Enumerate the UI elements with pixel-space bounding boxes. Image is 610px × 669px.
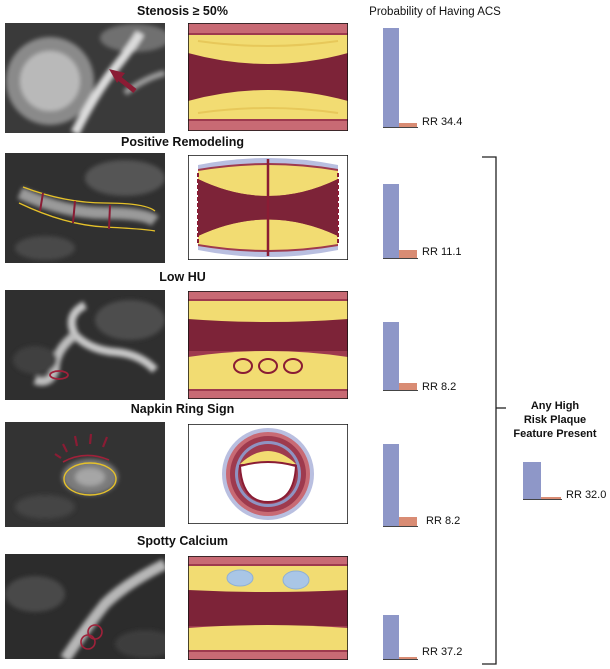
- rr-label-positive-remodeling: RR 11.1: [422, 246, 462, 258]
- bar-orange: [399, 657, 417, 659]
- schematic-spotty-calcium: [188, 556, 348, 660]
- bar-orange: [399, 250, 417, 258]
- bar-chart-napkin-ring: [380, 444, 420, 528]
- bar-orange: [399, 383, 417, 390]
- bar-blue: [383, 444, 399, 526]
- bar-orange: [399, 517, 417, 526]
- bar-chart-positive-remodeling: [380, 184, 420, 259]
- row-title-low-hu: Low HU: [159, 270, 206, 284]
- group-label-line-2: Risk Plaque: [523, 414, 587, 426]
- probability-header: Probability of Having ACS: [369, 6, 501, 18]
- ct-image-low-hu: [5, 290, 165, 400]
- bar-blue: [383, 322, 399, 390]
- bar-blue: [383, 615, 399, 659]
- rr-label-low-hu: RR 8.2: [422, 381, 457, 393]
- ct-image-spotty-calcium: [5, 554, 165, 659]
- bar-orange: [399, 123, 417, 127]
- bar-blue: [383, 28, 399, 127]
- bar-blue: [383, 184, 399, 258]
- rr-label-stenosis: RR 34.4: [422, 116, 463, 128]
- schematic-stenosis: [188, 23, 348, 131]
- bar-chart-stenosis: [380, 28, 420, 128]
- schematic-positive-remodeling: [188, 155, 348, 260]
- rr-label-spotty-calcium: RR 37.2: [422, 646, 463, 658]
- bar-chart-spotty-calcium: [380, 615, 420, 661]
- bar-chart-group: [520, 462, 564, 502]
- bar-orange: [541, 497, 561, 499]
- row-title-positive-remodeling: Positive Remodeling: [121, 135, 244, 149]
- rr-label-napkin-ring: RR 8.2: [426, 515, 461, 527]
- group-bracket: [478, 156, 508, 666]
- schematic-napkin-ring: [188, 424, 348, 524]
- ct-image-napkin-ring: [5, 422, 165, 527]
- row-title-napkin-ring: Napkin Ring Sign: [130, 402, 235, 416]
- row-title-stenosis: Stenosis ≥ 50%: [137, 4, 228, 18]
- group-label: Any High Risk Plaque Feature Present: [505, 399, 605, 441]
- row-title-spotty-calcium: Spotty Calcium: [137, 534, 228, 548]
- ct-image-stenosis: [5, 23, 165, 133]
- group-label-line-1: Any High: [530, 400, 580, 412]
- rr-label-group: RR 32.0: [566, 489, 607, 501]
- bar-chart-low-hu: [380, 322, 420, 392]
- group-label-line-3: Feature Present: [513, 428, 597, 440]
- schematic-low-hu: [188, 291, 348, 399]
- ct-image-positive-remodeling: [5, 153, 165, 263]
- bar-blue: [523, 462, 541, 499]
